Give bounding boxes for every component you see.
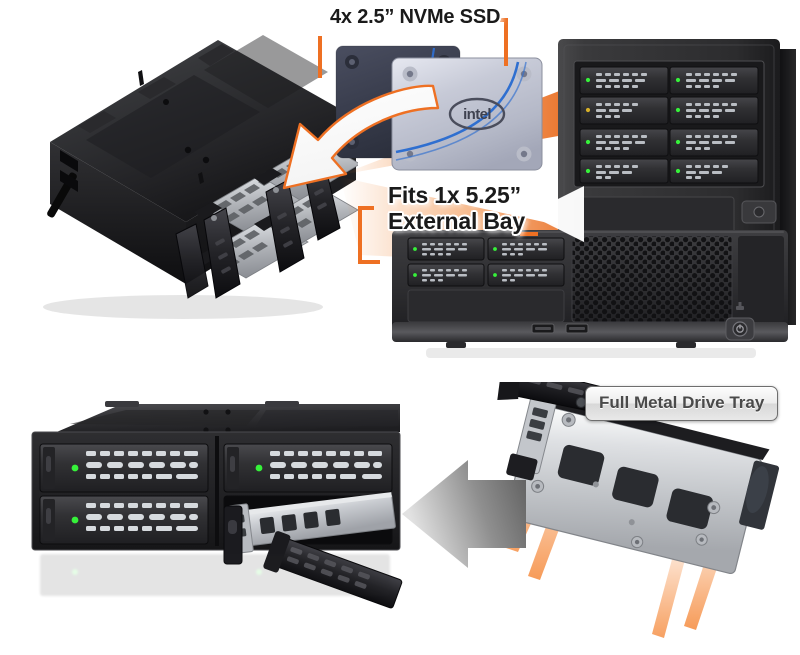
- bay-callout-wedge: [528, 186, 584, 242]
- bracket-ssd-callout: [318, 18, 508, 78]
- intel-logo: intel: [448, 97, 506, 131]
- desktop-drive-bays: [407, 237, 565, 287]
- front-bay-3: [39, 495, 209, 545]
- power-button: [725, 317, 755, 341]
- front-bay-2: [223, 443, 393, 493]
- tower-drive-bays: [579, 66, 759, 184]
- front-bay-1: [39, 443, 209, 493]
- desktop-pc: [386, 228, 798, 360]
- callout-bay-fit: Fits 1x 5.25” External Bay: [388, 182, 525, 234]
- callout-ssd-capacity: 4x 2.5” NVMe SSD: [330, 6, 501, 28]
- badge-full-metal-drive-tray: Full Metal Drive Tray: [585, 386, 779, 421]
- bracket-bay-callout: [358, 206, 538, 268]
- enclosure-front: [10, 388, 410, 638]
- front-bay-4-ejecting: [223, 492, 403, 609]
- usb-ports: [531, 323, 589, 334]
- tray-screw-holes: [531, 412, 721, 549]
- svg-text:intel: intel: [463, 106, 491, 123]
- ssd-into-bay-arrow: [282, 84, 440, 190]
- tray-into-rack-arrow: [402, 460, 526, 568]
